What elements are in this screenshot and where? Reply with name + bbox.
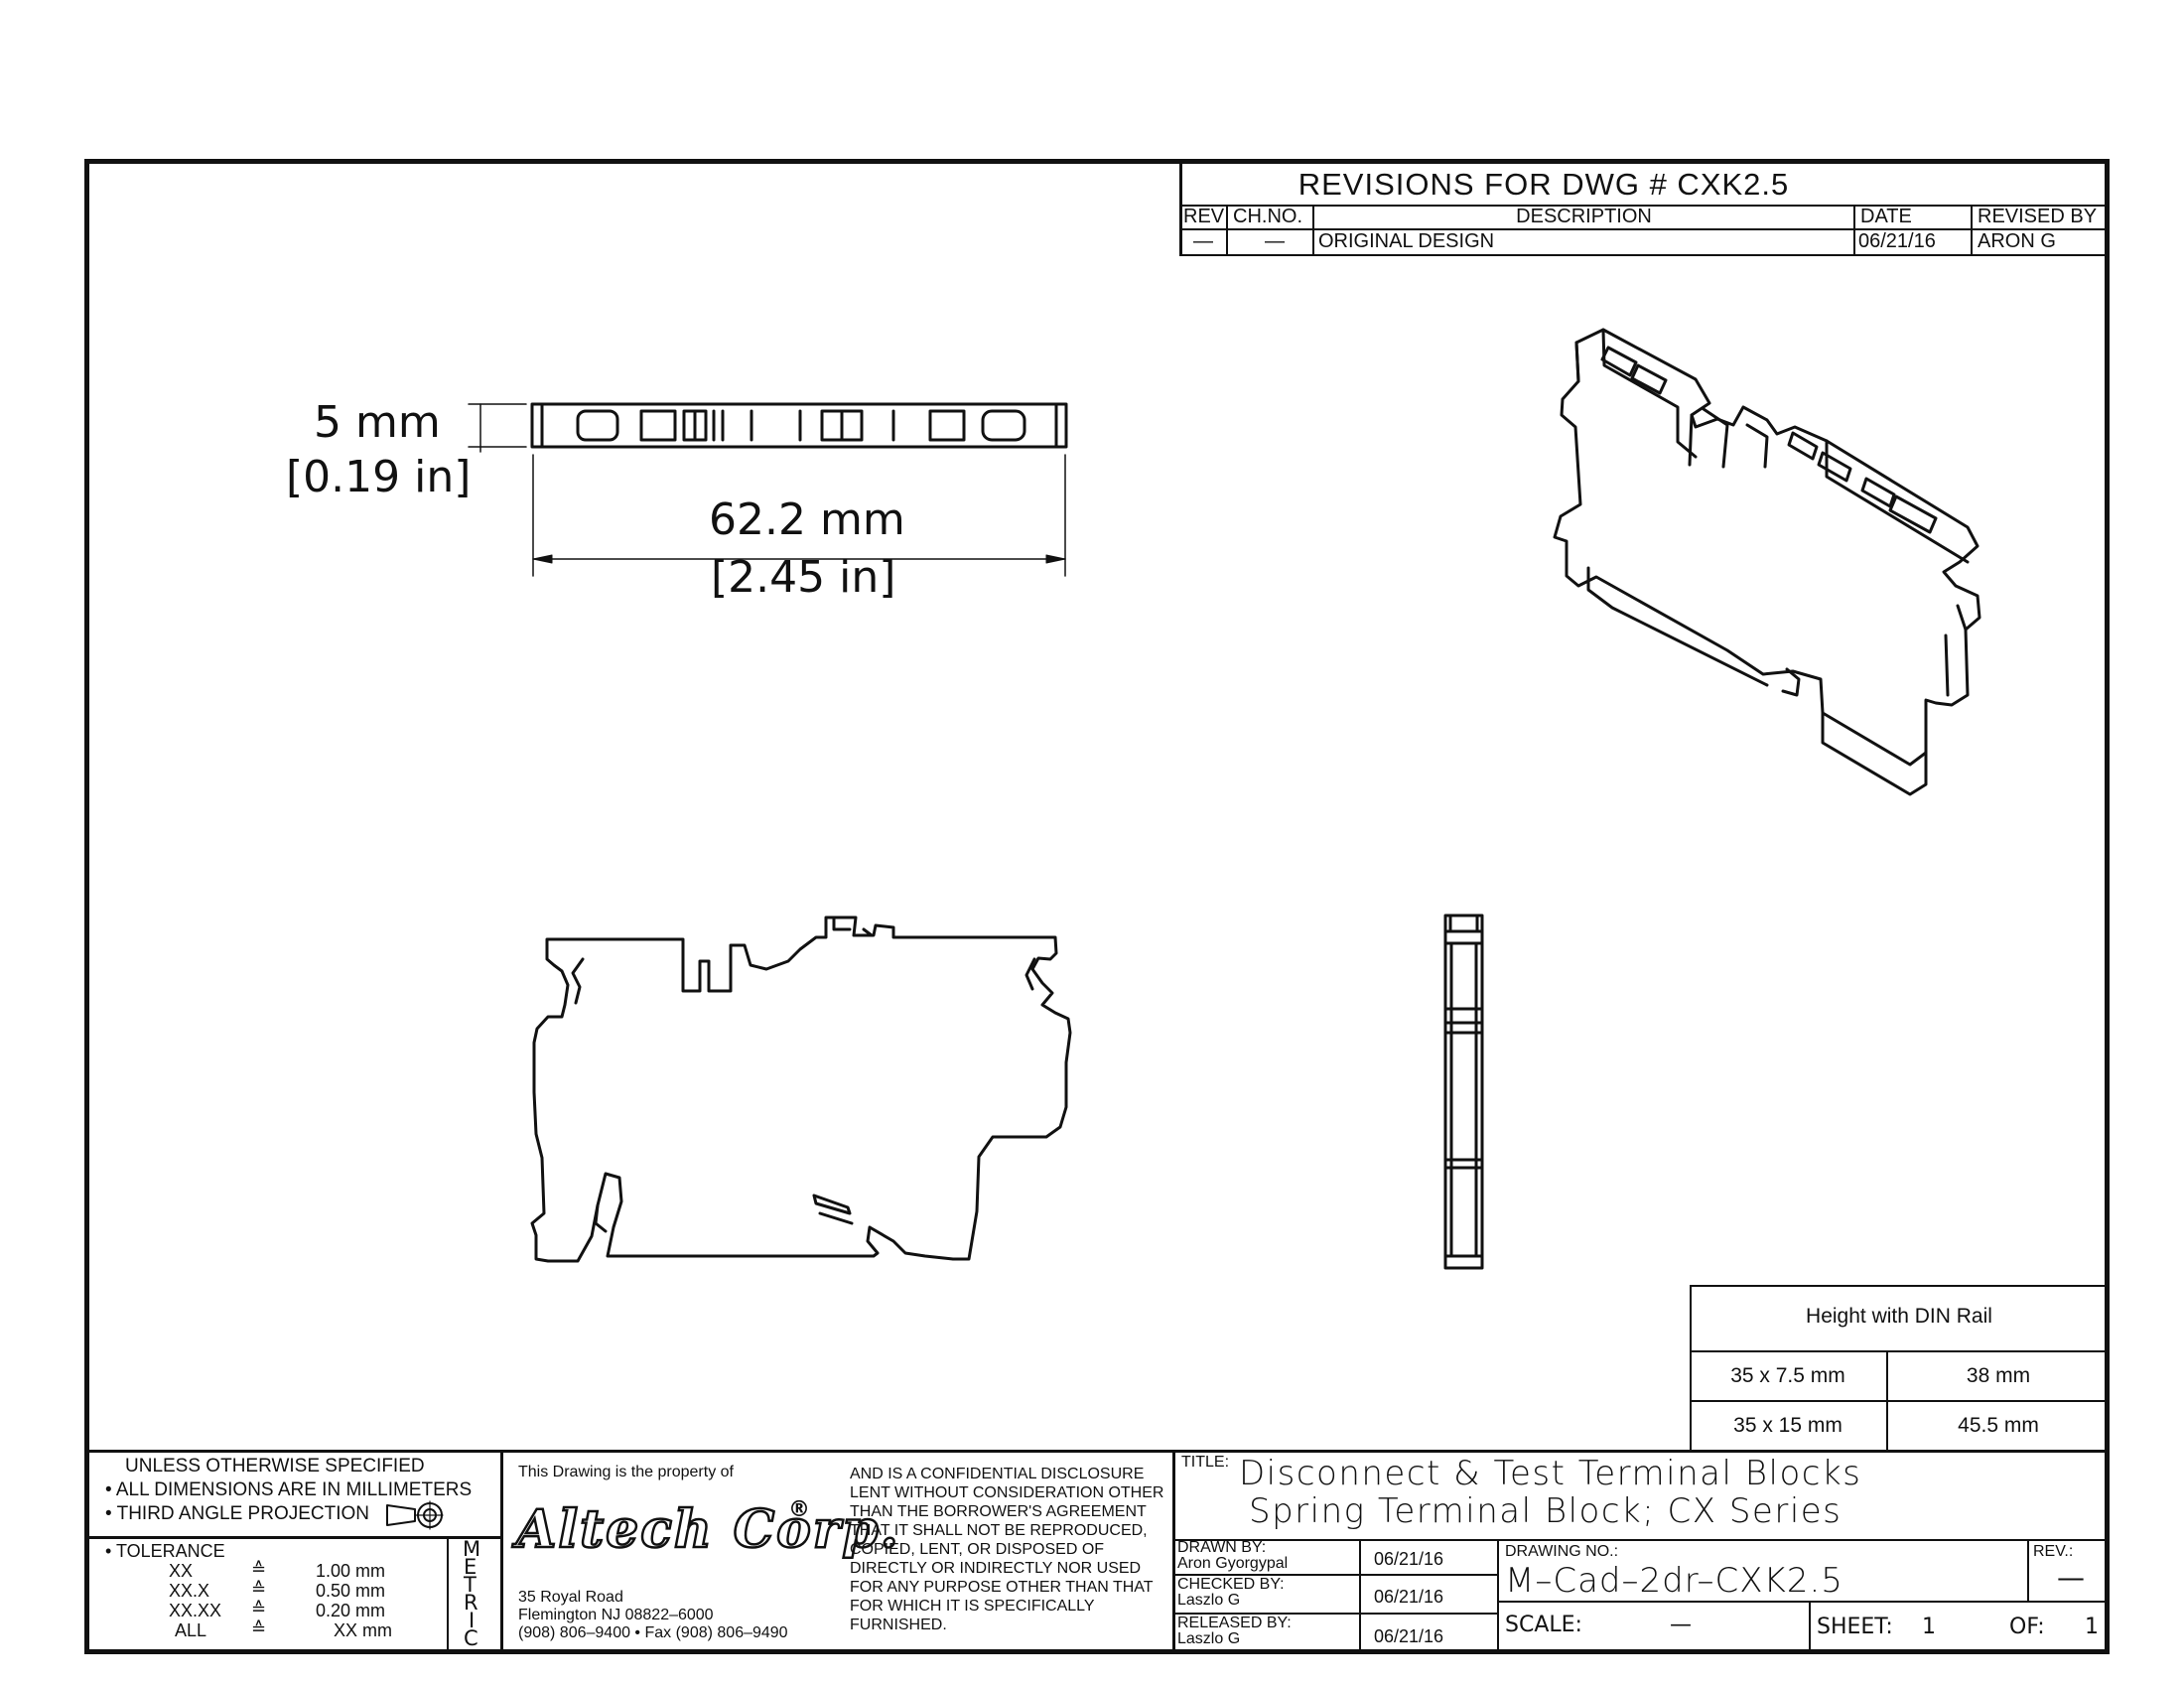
disclosure-line: FOR WHICH IT IS SPECIFICALLY [850,1598,1095,1615]
disclosure-line: FURNISHED. [850,1617,947,1633]
property-text: This Drawing is the property of [518,1464,734,1480]
logo-registered-mark: ® [788,1497,810,1522]
drawing-title-line1: Disconnect & Test Terminal Blocks [1239,1454,1862,1493]
din-rail-height: 45.5 mm [1958,1414,2039,1437]
title-block: UNLESS OTHERWISE SPECIFIED • ALL DIMENSI… [87,1450,2107,1651]
tolerance-key: XX.X [169,1581,210,1601]
tolerance-sym: ≙ [251,1599,267,1618]
din-rail-size: 35 x 15 mm [1733,1414,1843,1437]
drawing-frame [84,159,2110,1654]
notes-line2: • ALL DIMENSIONS ARE IN MILLIMETERS [105,1479,473,1500]
notes-line3: • THIRD ANGLE PROJECTION [105,1503,370,1524]
disclosure-line: LENT WITHOUT CONSIDERATION OTHER [850,1484,1164,1501]
tolerance-key: XX.XX [169,1601,222,1620]
disclosure-line: COPIED, LENT, OR DISPOSED OF [850,1541,1105,1558]
width-in-label: [2.45 in] [711,552,896,603]
revised-by-header: REVISED BY [1978,206,2098,227]
tolerance-key: XX [169,1561,194,1581]
tolerance-value: 0.20 mm [316,1601,386,1620]
revision-revised-by: ARON G [1978,230,2056,252]
company-address1: 35 Royal Road [518,1589,623,1606]
din-rail-height: 38 mm [1966,1364,2031,1387]
tolerance-key: ALL [175,1620,207,1640]
drawn-by-name: Aron Gyorgypal [1177,1555,1289,1572]
metric-letter: R [464,1591,478,1615]
rev-value: — [2057,1561,2085,1594]
disclosure-line: AND IS A CONFIDENTIAL DISCLOSURE [850,1466,1145,1482]
rev-label: REV.: [2033,1543,2074,1560]
revisions-table: REVISIONS FOR DWG # CXK2.5 REV CH.NO. DE… [1179,161,2107,256]
drawing-title-line2: Spring Terminal Block; CX Series [1249,1491,1843,1531]
company-address2: Flemington NJ 08822–6000 [518,1607,714,1623]
description-header: DESCRIPTION [1516,206,1652,227]
drawn-by-label: DRAWN BY: [1177,1539,1267,1556]
released-by-label: RELEASED BY: [1177,1615,1292,1631]
tolerance-value: XX mm [334,1620,393,1640]
scale-value: — [1670,1613,1692,1637]
released-date: 06/21/16 [1374,1626,1444,1646]
released-by-name: Laszlo G [1177,1630,1241,1647]
sheet-value: 1 [1922,1615,1936,1639]
checked-by-label: CHECKED BY: [1177,1576,1285,1593]
tolerance-sym: ≙ [251,1559,267,1579]
of-label: OF: [2009,1615,2045,1639]
tolerance-sym: ≙ [251,1618,267,1638]
scale-label: SCALE: [1505,1613,1582,1637]
drawing-number-label: DRAWING NO.: [1505,1543,1619,1560]
revision-chno: — [1265,230,1285,252]
din-rail-table: Height with DIN Rail 35 x 7.5 mm 38 mm 3… [1690,1285,2109,1450]
width-mm-label: 62.2 mm [709,494,905,545]
rev-header: REV [1183,206,1225,227]
tolerance-sym: ≙ [251,1579,267,1599]
third-angle-projection-icon [386,1500,444,1530]
company-logo: Altech Corp. [515,1498,900,1562]
tolerance-value: 1.00 mm [316,1561,386,1581]
date-header: DATE [1860,206,1912,227]
metric-letter: T [464,1573,477,1597]
drawing-number: M–Cad–2dr–CXK2.5 [1505,1561,1843,1601]
tolerance-value: 0.50 mm [316,1581,386,1601]
metric-letter: I [469,1609,476,1632]
sheet-label: SHEET: [1817,1615,1893,1639]
revisions-title: REVISIONS FOR DWG # CXK2.5 [1297,167,1790,202]
tolerance-label: • TOLERANCE [105,1541,225,1561]
notes-line1: UNLESS OTHERWISE SPECIFIED [125,1456,425,1477]
disclosure-line: FOR ANY PURPOSE OTHER THAN THAT [850,1579,1154,1596]
chno-header: CH.NO. [1233,206,1302,227]
disclosure-line: DIRECTLY OR INDIRECTLY NOR USED [850,1560,1142,1577]
din-rail-size: 35 x 7.5 mm [1730,1364,1845,1387]
drawn-date: 06/21/16 [1374,1549,1444,1569]
disclosure-line: THAT IT SHALL NOT BE REPRODUCED, [850,1522,1148,1539]
height-in-label: [0.19 in] [286,452,472,502]
title-label: TITLE: [1181,1454,1230,1471]
revision-description: ORIGINAL DESIGN [1318,230,1495,252]
height-mm-label: 5 mm [314,397,441,448]
of-value: 1 [2085,1615,2099,1639]
company-phone: (908) 806–9400 • Fax (908) 806–9490 [518,1624,788,1641]
metric-letter: E [464,1555,478,1579]
metric-letter: C [464,1626,478,1650]
revision-rev: — [1193,230,1213,252]
disclosure-line: THAN THE BORROWER'S AGREEMENT [850,1503,1147,1520]
checked-date: 06/21/16 [1374,1587,1444,1607]
checked-by-name: Laszlo G [1177,1592,1241,1609]
din-table-header: Height with DIN Rail [1806,1305,1992,1328]
revision-date: 06/21/16 [1858,230,1936,252]
metric-letter: M [463,1537,481,1561]
